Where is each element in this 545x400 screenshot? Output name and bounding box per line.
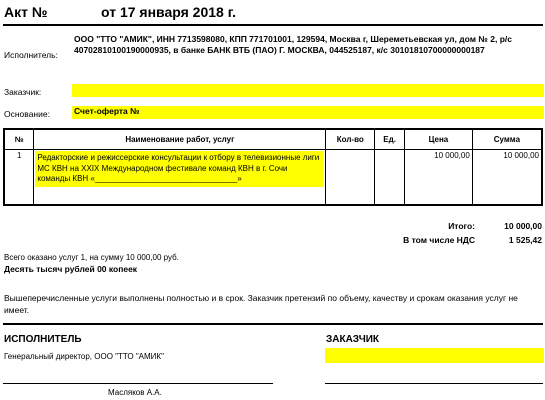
total-label: Итого: — [448, 221, 475, 231]
executor-sign-title: ИСПОЛНИТЕЛЬ — [4, 334, 82, 345]
customer-label: Заказчик: — [4, 87, 42, 97]
col-header-qty: Кол-во — [325, 128, 376, 150]
customer-field — [72, 84, 544, 97]
basis-label: Основание: — [4, 109, 50, 119]
col-header-name: Наименование работ, услуг — [33, 128, 327, 150]
table-header-row: № Наименование работ, услуг Кол-во Ед. Ц… — [3, 128, 543, 150]
table-row: 1 Редакторские и режиссерские консультац… — [3, 149, 543, 206]
col-header-price: Цена — [404, 128, 473, 150]
customer-sign-title: ЗАКАЗЧИК — [326, 334, 380, 345]
cell-qty — [325, 149, 376, 206]
col-header-unit: Ед. — [374, 128, 406, 150]
cell-price: 10 000,00 — [404, 149, 473, 206]
items-table: № Наименование работ, услуг Кол-во Ед. Ц… — [3, 128, 543, 206]
col-header-num: № — [3, 128, 35, 150]
cell-num: 1 — [3, 149, 35, 206]
vat-label: В том числе НДС — [403, 235, 475, 245]
cell-sum: 10 000,00 — [471, 149, 543, 206]
amount-in-words: Десять тысяч рублей 00 копеек — [4, 264, 138, 274]
customer-signature-line — [325, 383, 543, 384]
act-date: от 17 января 2018 г. — [101, 4, 237, 20]
vat-value: 1 525,42 — [508, 235, 542, 245]
col-header-sum: Сумма — [471, 128, 543, 150]
header-divider — [3, 24, 543, 26]
executor-name: Масляков А.А. — [108, 388, 162, 397]
executor-signature-line — [3, 383, 273, 384]
signature-divider — [3, 323, 543, 325]
customer-sign-field — [325, 348, 544, 363]
total-value: 10 000,00 — [504, 221, 542, 231]
summary-line: Всего оказано услуг 1, на сумму 10 000,0… — [4, 253, 179, 262]
basis-field: Счет-оферта № — [72, 106, 544, 119]
executor-details: ООО "ТТО "АМИК", ИНН 7713598080, КПП 771… — [74, 34, 512, 55]
cell-unit — [374, 149, 406, 206]
act-title: Акт № — [4, 4, 48, 20]
cell-name: Редакторские и режиссерские консультации… — [33, 149, 327, 206]
service-description: Редакторские и режиссерские консультации… — [35, 151, 325, 187]
completion-note: Вышеперечисленные услуги выполнены полно… — [4, 293, 518, 315]
executor-position: Генеральный директор, ООО "ТТО "АМИК" — [4, 352, 164, 361]
executor-label: Исполнитель: — [4, 50, 58, 60]
